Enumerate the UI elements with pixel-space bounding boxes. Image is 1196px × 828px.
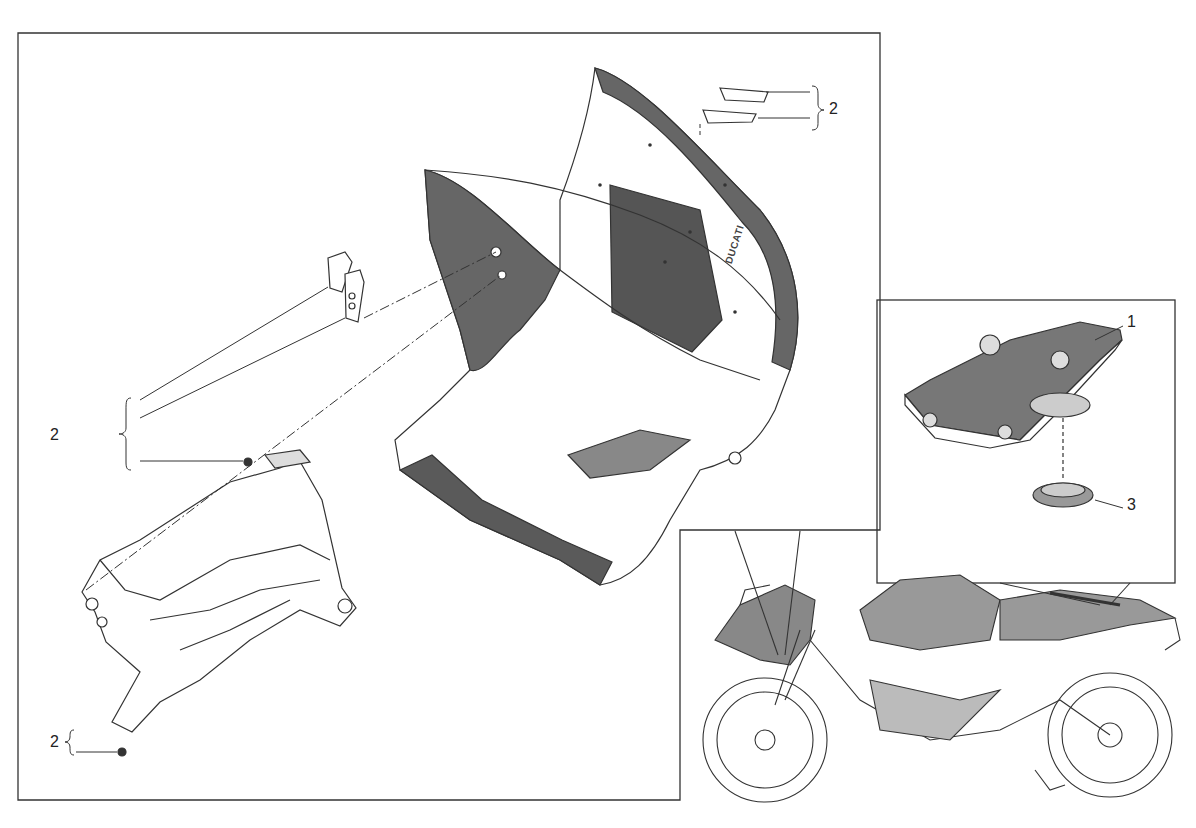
brand-logo: DUCATI xyxy=(724,224,746,265)
seat-cover xyxy=(905,322,1123,508)
callout-number: 2 xyxy=(50,427,59,443)
leader-line xyxy=(65,86,824,755)
mirror-cover xyxy=(328,88,768,322)
callout-number: 3 xyxy=(1127,497,1136,513)
front-fairing xyxy=(395,68,798,585)
motorcycle-overview xyxy=(703,531,1180,802)
fairing-bracket xyxy=(82,450,356,756)
main-frame xyxy=(18,33,880,800)
inset-frame xyxy=(877,300,1175,583)
callout-number: 1 xyxy=(1127,314,1136,330)
callout-number: 2 xyxy=(829,101,838,117)
callout-number: 2 xyxy=(50,734,59,750)
